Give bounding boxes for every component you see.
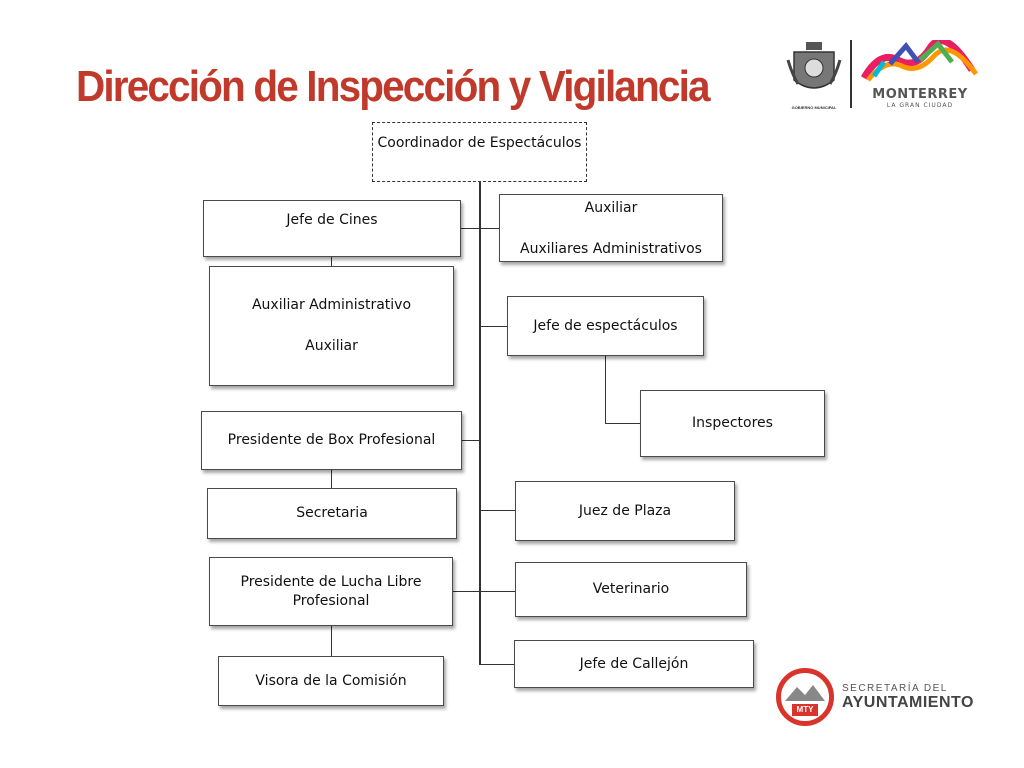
presidente-box-label: Presidente de Box Profesional <box>227 432 436 448</box>
jefe-callejon-label: Jefe de Callejón <box>579 655 689 672</box>
inspectores-box: Inspectores <box>640 390 825 457</box>
connector-line <box>331 257 332 266</box>
connector-line <box>460 228 500 229</box>
presidente-box-box: Presidente de Box Profesional <box>201 411 462 470</box>
connector-line <box>331 469 332 488</box>
secretaria-del-label: SECRETARÍA DEL <box>842 683 948 694</box>
jefe-cines-box: Jefe de Cines <box>203 200 461 257</box>
visora-label: Visora de la Comisión <box>255 672 407 689</box>
connector-line <box>605 356 606 424</box>
page-title: Dirección de Inspección y Vigilancia <box>76 62 711 111</box>
monterrey-logo: MONTERREY LA GRAN CIUDAD <box>860 37 980 110</box>
jefe-espectaculos-box: Jefe de espectáculos <box>507 296 704 356</box>
auxiliares-label-2: Auxiliares Administrativos <box>520 241 702 257</box>
veterinario-label: Veterinario <box>592 581 670 597</box>
auxiliares-label-1: Auxiliar <box>584 200 638 216</box>
mty-badge-logo: MTY <box>776 668 834 726</box>
presidente-lucha-label: Presidente de Lucha Libre Profesional <box>240 573 422 609</box>
auxiliar-cines-label-2: Auxiliar <box>305 338 358 354</box>
connector-line <box>480 326 508 327</box>
municipal-seal-logo: GOBIERNO MUNICIPAL <box>786 40 842 110</box>
jefe-callejon-box: Jefe de Callejón <box>514 640 754 688</box>
secretaria-box: Secretaria <box>207 488 457 539</box>
brand-name: MONTERREY <box>872 87 968 102</box>
auxiliar-cines-box: Auxiliar Administrativo Auxiliar <box>209 266 454 386</box>
connector-line <box>461 440 480 441</box>
jefe-cines-label: Jefe de Cines <box>286 212 378 228</box>
visora-box: Visora de la Comisión <box>218 656 444 706</box>
secretaria-label: Secretaria <box>296 505 368 521</box>
connector-line <box>331 626 332 656</box>
brand-tagline: LA GRAN CIUDAD <box>886 102 954 109</box>
auxiliar-cines-label-1: Auxiliar Administrativo <box>251 297 412 313</box>
auxiliares-box: Auxiliar Auxiliares Administrativos <box>499 194 723 262</box>
connector-line <box>452 591 516 592</box>
connector-line <box>480 510 516 511</box>
header-divider <box>850 40 852 108</box>
mty-badge-text: MTY <box>792 704 818 716</box>
juez-plaza-label: Juez de Plaza <box>578 502 672 519</box>
juez-plaza-box: Juez de Plaza <box>515 481 735 541</box>
veterinario-box: Veterinario <box>515 562 747 617</box>
municipal-seal-caption: GOBIERNO MUNICIPAL <box>791 105 837 110</box>
connector-line <box>479 181 481 665</box>
inspectores-label: Inspectores <box>692 415 773 431</box>
connector-line <box>480 664 515 665</box>
ayuntamiento-label: AYUNTAMIENTO <box>842 694 974 711</box>
coordinator-box: Coordinador de Espectáculos <box>372 122 587 182</box>
presidente-lucha-box: Presidente de Lucha Libre Profesional <box>209 557 453 626</box>
jefe-espectaculos-label: Jefe de espectáculos <box>533 317 678 334</box>
coordinator-label: Coordinador de Espectáculos <box>377 135 582 151</box>
connector-line <box>605 423 641 424</box>
